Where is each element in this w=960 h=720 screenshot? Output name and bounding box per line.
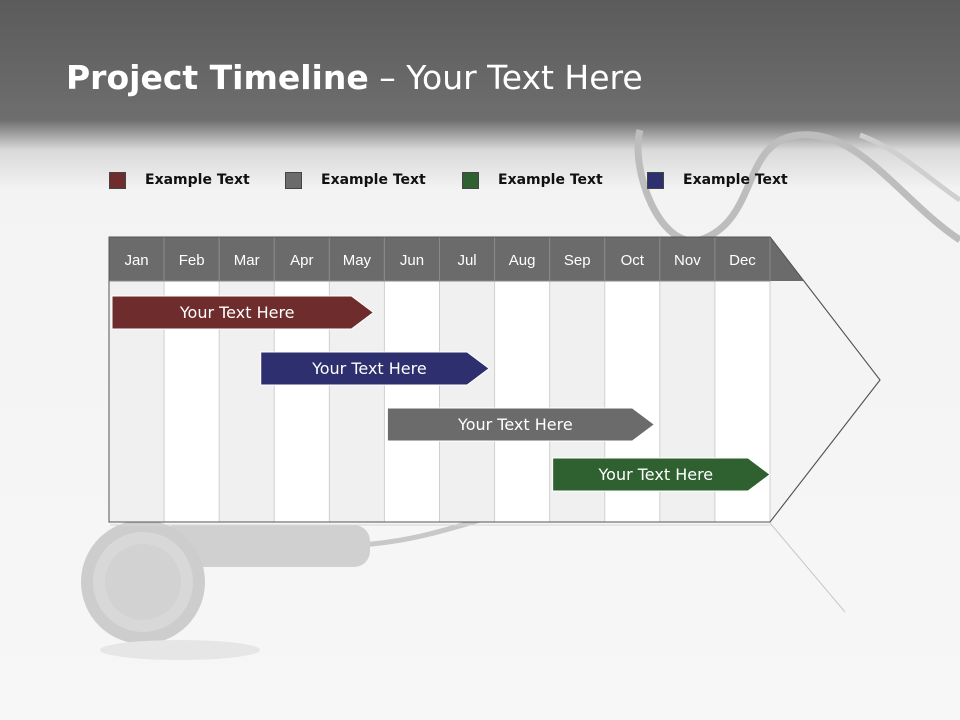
month-column-aug [494,281,550,522]
month-label-jul: Jul [457,252,476,269]
legend-label-4: Example Text [683,172,788,188]
title-rest: – Your Text Here [368,58,643,97]
legend-swatch-1 [109,171,126,189]
task-bar-label-4: Your Text Here [598,465,714,484]
legend-label-2: Example Text [321,172,426,188]
legend-swatch-4 [647,171,664,189]
legend-item-4: Example Text [647,170,788,190]
month-label-jun: Jun [400,252,424,269]
month-column-jul [439,281,495,522]
legend-item-3: Example Text [462,170,603,190]
task-bar-3[interactable]: Your Text Here [386,407,656,442]
legend-swatch-2 [285,171,302,189]
month-label-nov: Nov [674,252,701,269]
task-bar-shape-2[interactable] [260,351,490,386]
legend-item-1: Example Text [109,170,250,190]
month-header-nov [659,236,716,282]
page-title: Project Timeline – Your Text Here [66,58,643,97]
task-bar-label-1: Your Text Here [179,303,295,322]
month-header-aug [494,236,551,282]
task-bar-label-2: Your Text Here [311,359,427,378]
legend-label-3: Example Text [498,172,603,188]
task-bar-label-3: Your Text Here [457,415,573,434]
month-label-apr: Apr [290,252,313,269]
month-header-apr [273,236,330,282]
legend-swatch-3 [462,171,479,189]
task-bar-shape-1[interactable] [111,295,375,330]
task-bar-4[interactable]: Your Text Here [552,457,771,492]
task-bar-1[interactable]: Your Text Here [111,295,375,330]
month-label-mar: Mar [234,252,260,269]
task-bar-shape-4[interactable] [552,457,771,492]
title-bold: Project Timeline [66,58,369,97]
task-bar-2[interactable]: Your Text Here [260,351,490,386]
month-label-dec: Dec [729,252,756,269]
task-bar-shape-3[interactable] [386,407,656,442]
month-header-jun [383,236,440,282]
month-column-jun [384,281,440,522]
month-label-sep: Sep [564,252,591,269]
month-label-oct: Oct [621,252,645,269]
legend-item-2: Example Text [285,170,426,190]
legend-label-1: Example Text [145,172,250,188]
month-label-may: May [343,252,372,269]
month-label-aug: Aug [509,252,536,269]
month-label-feb: Feb [179,252,205,269]
month-label-jan: Jan [124,252,148,269]
